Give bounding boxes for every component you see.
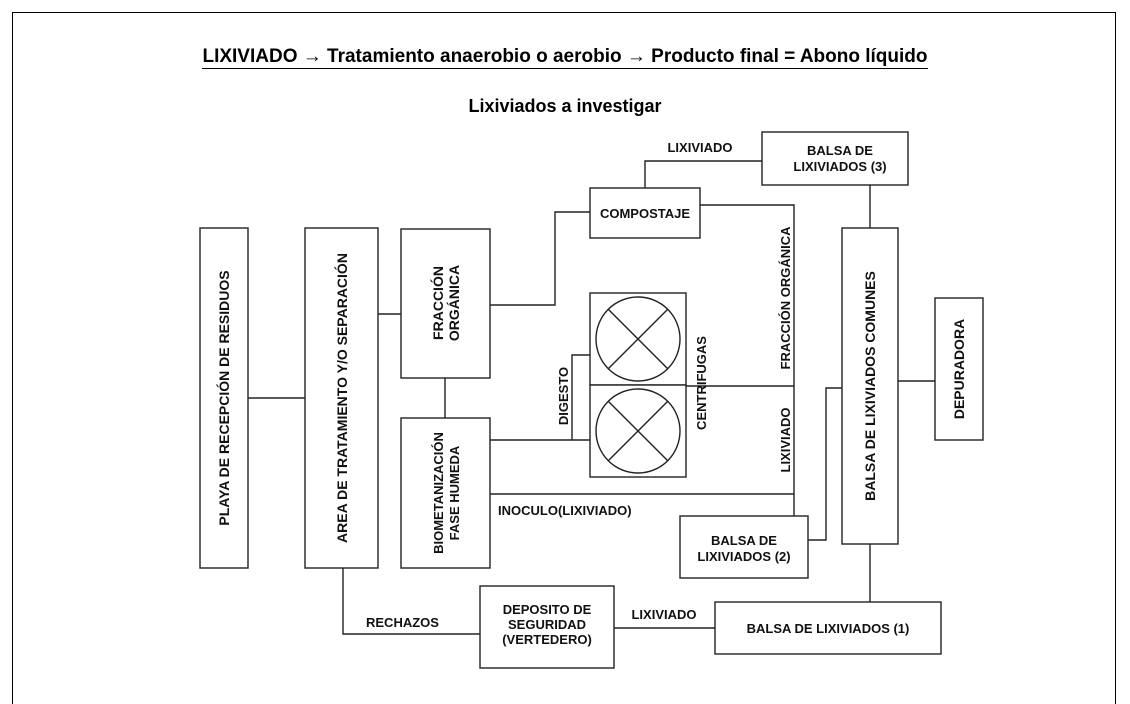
balsa-comunes-label: BALSA DE LIXIVIADOS COMUNES (862, 271, 878, 501)
connector-fraccion-compostaje (490, 211, 590, 306)
area-box (304, 227, 379, 569)
fraccion-organica-vertical-label: FRACCIÓN ORGÁNICA (778, 226, 793, 370)
connector-compostaje-balsa3 (644, 160, 762, 188)
balsa3-label-2: LIXIVIADOS (3) (793, 159, 886, 174)
biometanizacion-label-2: FASE HUMEDA (447, 445, 462, 540)
deposito-label-3: (VERTEDERO) (502, 632, 592, 647)
biometanizacion-box (400, 417, 491, 569)
connector-area-deposito (342, 568, 480, 635)
connector-digesto (571, 354, 590, 440)
diagram-title: LIXIVIADO → Tratamiento anaerobio o aero… (202, 46, 928, 69)
connector-compostaje-right (700, 204, 795, 516)
depuradora-label: DEPURADORA (951, 319, 967, 419)
lixiviado-vertical-label: LIXIVIADO (778, 407, 793, 472)
diagram-subtitle: Lixiviados a investigar (468, 96, 662, 116)
connector-balsa2-comunes (808, 387, 842, 541)
deposito-label-1: DEPOSITO DE (503, 602, 592, 617)
fraccion-organica-box (400, 228, 491, 379)
playa-box (199, 227, 249, 569)
biometanizacion-label-1: BIOMETANIZACIÓN (431, 432, 446, 554)
digesto-label: DIGESTO (556, 367, 571, 425)
balsa2-label-2: LIXIVIADOS (2) (697, 549, 790, 564)
compostaje-box (589, 187, 701, 239)
balsa1-label: BALSA DE LIXIVIADOS (1) (747, 621, 910, 636)
centrifugas-label: CENTRIFUGAS (694, 336, 709, 430)
depuradora-box (934, 297, 984, 441)
balsa2-box (679, 515, 809, 579)
playa-label: PLAYA DE RECEPCIÓN DE RESIDUOS (215, 270, 232, 525)
rechazos-label: RECHAZOS (366, 615, 439, 630)
lixiviado-top-label: LIXIVIADO (667, 140, 732, 155)
balsa1-box (714, 601, 942, 655)
area-label: AREA DE TRATAMIENTO Y/O SEPARACIÓN (333, 253, 350, 543)
balsa3-box (761, 131, 909, 186)
lixiviado-bottom-label: LIXIVIADO (631, 607, 696, 622)
diagram-frame (12, 12, 1116, 704)
compostaje-label: COMPOSTAJE (600, 206, 690, 221)
deposito-box (479, 585, 615, 669)
centrifuga-bottom-icon (595, 388, 681, 474)
inoculo-label: INOCULO(LIXIVIADO) (498, 503, 632, 518)
centrifuga-top-icon (595, 296, 681, 382)
balsa3-label-1: BALSA DE (807, 143, 873, 158)
balsa2-label-1: BALSA DE (711, 533, 777, 548)
fraccion-label-2: ORGÁNICA (446, 265, 462, 341)
balsa-comunes-box (841, 227, 899, 545)
deposito-label-2: SEGURIDAD (508, 617, 586, 632)
fraccion-label-1: FRACCIÓN (429, 266, 446, 340)
